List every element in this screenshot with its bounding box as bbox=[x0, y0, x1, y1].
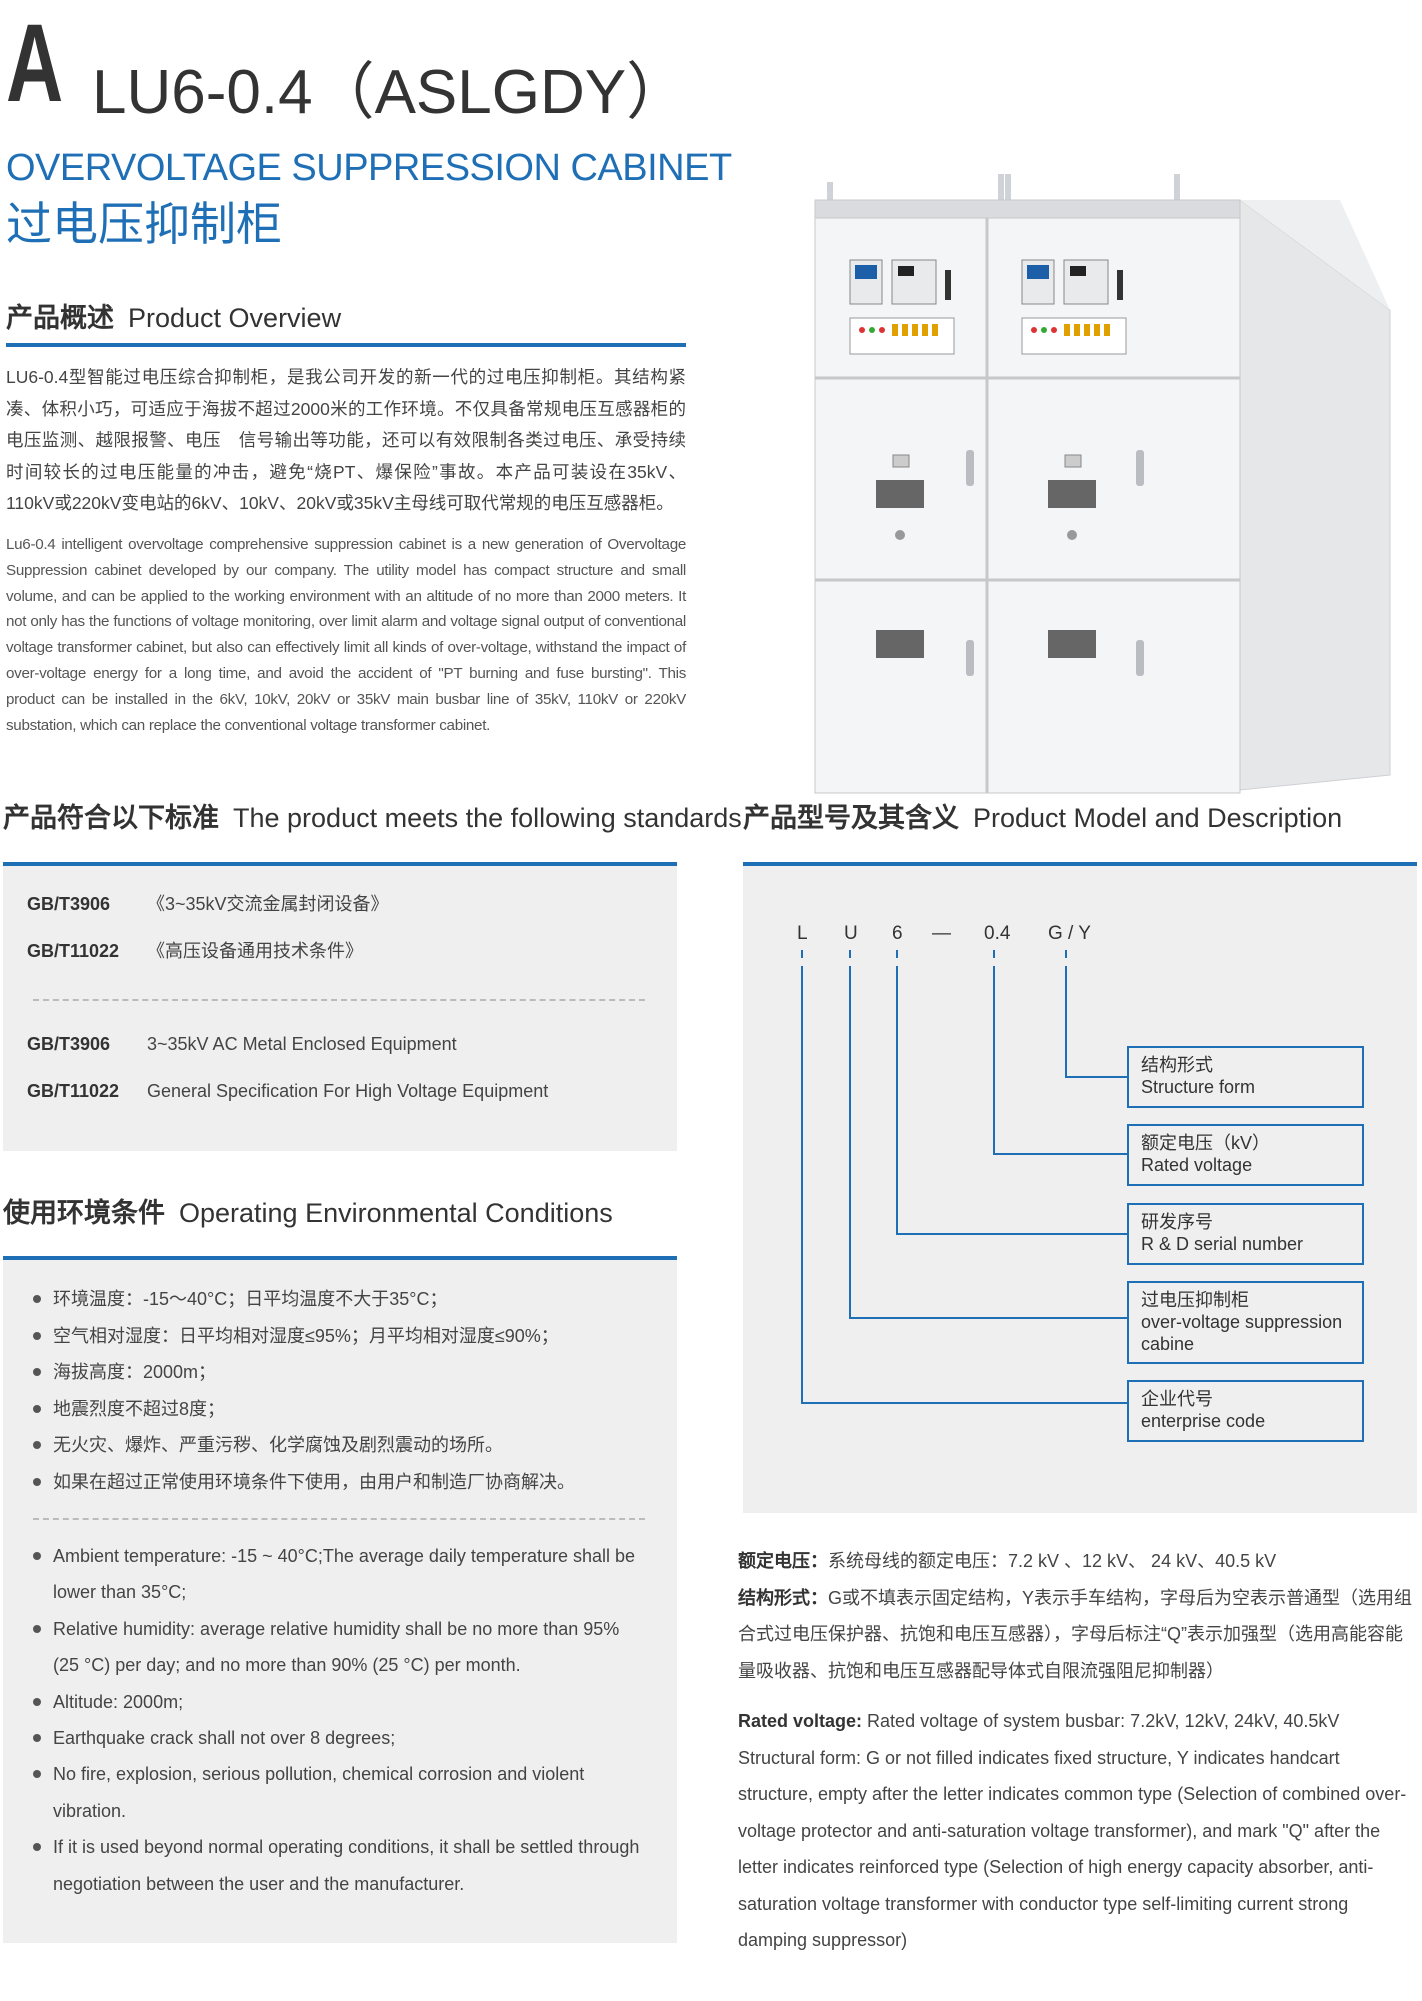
standards-panel: GB/T3906 《3~35kV交流金属封闭设备》 GB/T11022 《高压设备通… bbox=[3, 866, 677, 1151]
conditions-divider bbox=[33, 1518, 645, 1520]
struct-note-cn: 结构形式：G或不填表示固定结构，Y表示手车结构，字母后为空表示普通型（选用组合式… bbox=[738, 1580, 1414, 1690]
overview-underline bbox=[6, 343, 686, 347]
standards-divider bbox=[33, 999, 645, 1001]
title-en: OVERVOLTAGE SUPPRESSION CABINET bbox=[6, 147, 732, 189]
standards-heading-en: The product meets the following standard… bbox=[233, 803, 742, 833]
model-box-serial: 研发序号 R & D serial number bbox=[1127, 1203, 1364, 1265]
model-box-en: Structure form bbox=[1141, 1077, 1256, 1097]
overview-text-cn: LU6-0.4型智能过电压综合抑制柜，是我公司开发的新一代的过电压抑制柜。其结构… bbox=[6, 367, 686, 513]
list-item: 海拔高度：2000m； bbox=[31, 1354, 661, 1391]
model-letter: 6 bbox=[892, 923, 903, 944]
model-heading: 产品型号及其含义 Product Model and Description bbox=[743, 800, 1342, 836]
rated-note-cn: 额定电压：系统母线的额定电压：7.2 kV 、12 kV、 24 kV、40.5… bbox=[738, 1543, 1414, 1580]
model-box-en: enterprise code bbox=[1141, 1411, 1266, 1431]
standards-heading-cn: 产品符合以下标准 bbox=[3, 803, 219, 833]
rated-label-cn: 额定电压： bbox=[738, 1551, 828, 1571]
list-item: No fire, explosion, serious pollution, c… bbox=[31, 1756, 641, 1829]
list-item: 无火灾、爆炸、严重污秽、化学腐蚀及剧烈震动的场所。 bbox=[31, 1427, 661, 1464]
title-cn: 过电压抑制柜 bbox=[6, 198, 282, 250]
rated-text-cn: 系统母线的额定电压：7.2 kV 、12 kV、 24 kV、40.5 kV bbox=[828, 1551, 1277, 1571]
model-letter: G / Y bbox=[1048, 923, 1091, 944]
standard-name: 《3~35kV交流金属封闭设备》 bbox=[147, 894, 389, 914]
conditions-panel: 环境温度：-15～40°C；日平均温度不大于35°C； 空气相对湿度：日平均相对… bbox=[3, 1260, 677, 1943]
overview-heading: 产品概述 Product Overview bbox=[6, 300, 341, 336]
conditions-heading-en: Operating Environmental Conditions bbox=[179, 1198, 613, 1228]
model-letter: L bbox=[797, 923, 808, 944]
struct-label-cn: 结构形式： bbox=[738, 1587, 828, 1608]
model-letter: U bbox=[844, 923, 858, 944]
switchgear-cabinet-image bbox=[780, 170, 1400, 795]
model-box-cn: 结构形式 bbox=[1141, 1055, 1213, 1075]
standard-code: GB/T3906 bbox=[27, 1034, 111, 1054]
list-item: 环境温度：-15～40°C；日平均温度不大于35°C； bbox=[31, 1281, 661, 1318]
model-box-cn: 研发序号 bbox=[1141, 1212, 1213, 1232]
notes-cn: 额定电压：系统母线的额定电压：7.2 kV 、12 kV、 24 kV、40.5… bbox=[738, 1543, 1414, 1689]
standard-name: General Specification For High Voltage E… bbox=[147, 1081, 549, 1101]
standard-name: 3~35kV AC Metal Enclosed Equipment bbox=[147, 1034, 457, 1054]
list-item: Relative humidity: average relative humi… bbox=[31, 1611, 641, 1684]
rated-note-en: Rated voltage: Rated voltage of system b… bbox=[738, 1703, 1414, 1740]
model-box-enterprise: 企业代号 enterprise code bbox=[1127, 1380, 1364, 1442]
standard-code: GB/T3906 bbox=[27, 894, 111, 914]
list-item: Earthquake crack shall not over 8 degree… bbox=[31, 1720, 641, 1756]
list-item: Altitude: 2000m; bbox=[31, 1684, 641, 1720]
model-underline bbox=[743, 862, 1417, 866]
overview-heading-en: Product Overview bbox=[128, 303, 342, 333]
notes-en: Rated voltage: Rated voltage of system b… bbox=[738, 1703, 1414, 1959]
model-box-en: R & D serial number bbox=[1141, 1234, 1304, 1254]
overview-text-en: Lu6-0.4 intelligent overvoltage comprehe… bbox=[6, 536, 686, 734]
list-item: Ambient temperature: -15 ~ 40°C;The aver… bbox=[31, 1538, 641, 1611]
standard-row: GB/T3906 《3~35kV交流金属封闭设备》 bbox=[27, 892, 389, 916]
standard-row: GB/T11022 《高压设备通用技术条件》 bbox=[27, 939, 363, 963]
struct-text-cn: G或不填表示固定结构，Y表示手车结构，字母后为空表示普通型（选用组合式过电压保护… bbox=[738, 1587, 1413, 1681]
standard-code: GB/T11022 bbox=[27, 1081, 120, 1101]
model-box-structure: 结构形式 Structure form bbox=[1127, 1046, 1364, 1108]
model-letter: — bbox=[932, 923, 951, 944]
standards-underline bbox=[3, 862, 677, 866]
model-heading-cn: 产品型号及其含义 bbox=[743, 803, 959, 833]
list-item: If it is used beyond normal operating co… bbox=[31, 1829, 641, 1902]
conditions-heading-cn: 使用环境条件 bbox=[3, 1198, 165, 1228]
list-item: 地震烈度不超过8度； bbox=[31, 1391, 661, 1428]
rated-label-en: Rated voltage: bbox=[738, 1711, 863, 1731]
model-box-cabinet: 过电压抑制柜 over-voltage suppression cabine bbox=[1127, 1281, 1364, 1364]
conditions-list-en: Ambient temperature: -15 ~ 40°C;The aver… bbox=[31, 1538, 641, 1902]
model-box-en: over-voltage suppression cabine bbox=[1141, 1312, 1343, 1354]
overview-heading-cn: 产品概述 bbox=[6, 303, 114, 333]
list-item: 空气相对湿度：日平均相对湿度≤95%；月平均相对湿度≤90%； bbox=[31, 1318, 661, 1355]
conditions-list-cn: 环境温度：-15～40°C；日平均温度不大于35°C； 空气相对湿度：日平均相对… bbox=[31, 1281, 661, 1500]
model-heading-en: Product Model and Description bbox=[973, 803, 1343, 833]
section-letter: A bbox=[6, 2, 64, 125]
model-box-cn: 过电压抑制柜 bbox=[1141, 1290, 1249, 1310]
list-item: 如果在超过正常使用环境条件下使用，由用户和制造厂协商解决。 bbox=[31, 1464, 661, 1501]
rated-text-en: Rated voltage of system busbar: 7.2kV, 1… bbox=[867, 1711, 1340, 1731]
model-box-rated-voltage: 额定电压（kV） Rated voltage bbox=[1127, 1124, 1364, 1186]
model-letter: 0.4 bbox=[984, 923, 1011, 944]
standard-row: GB/T3906 3~35kV AC Metal Enclosed Equipme… bbox=[27, 1032, 457, 1056]
standard-code: GB/T11022 bbox=[27, 941, 120, 961]
model-box-cn: 企业代号 bbox=[1141, 1389, 1213, 1409]
struct-note-en: Structural form: G or not filled indicat… bbox=[738, 1747, 1407, 1951]
standard-row: GB/T11022 General Specification For High … bbox=[27, 1079, 548, 1103]
model-title: LU6-0.4（ASLGDY） bbox=[92, 58, 689, 127]
conditions-underline bbox=[3, 1256, 677, 1260]
standard-name: 《高压设备通用技术条件》 bbox=[147, 941, 363, 961]
model-box-en: Rated voltage bbox=[1141, 1155, 1253, 1175]
conditions-heading: 使用环境条件 Operating Environmental Conditions bbox=[3, 1195, 613, 1231]
model-box-cn: 额定电压（kV） bbox=[1141, 1133, 1271, 1153]
standards-heading: 产品符合以下标准 The product meets the following … bbox=[3, 800, 742, 836]
